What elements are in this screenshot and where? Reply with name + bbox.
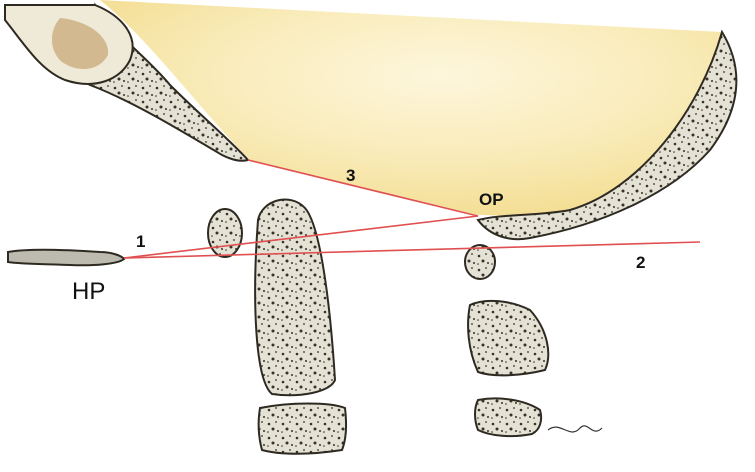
line-2-palate-horizontal bbox=[123, 241, 701, 259]
line-1-palate-to-opisthion bbox=[123, 215, 479, 259]
skull-interior bbox=[100, 0, 722, 217]
c2-spinous-process bbox=[467, 299, 550, 377]
atlas-posterior-arch bbox=[464, 244, 496, 280]
c3-spinous-process bbox=[474, 397, 543, 438]
label-opisthion: OP bbox=[479, 190, 504, 209]
hard-palate bbox=[7, 248, 126, 267]
c3-vertebral-body bbox=[257, 402, 347, 455]
label-line-3: 3 bbox=[346, 166, 356, 185]
label-hard-palate: HP bbox=[72, 278, 106, 305]
signature-mark bbox=[547, 425, 603, 433]
label-line-2: 2 bbox=[636, 253, 646, 272]
line-3-clivus-to-opisthion bbox=[247, 159, 479, 217]
atlas-anterior-arch bbox=[207, 208, 243, 258]
sphenoid-inner bbox=[51, 18, 109, 70]
occipital-bone bbox=[476, 29, 738, 241]
dens-axis bbox=[254, 198, 337, 397]
label-line-1: 1 bbox=[136, 232, 146, 251]
